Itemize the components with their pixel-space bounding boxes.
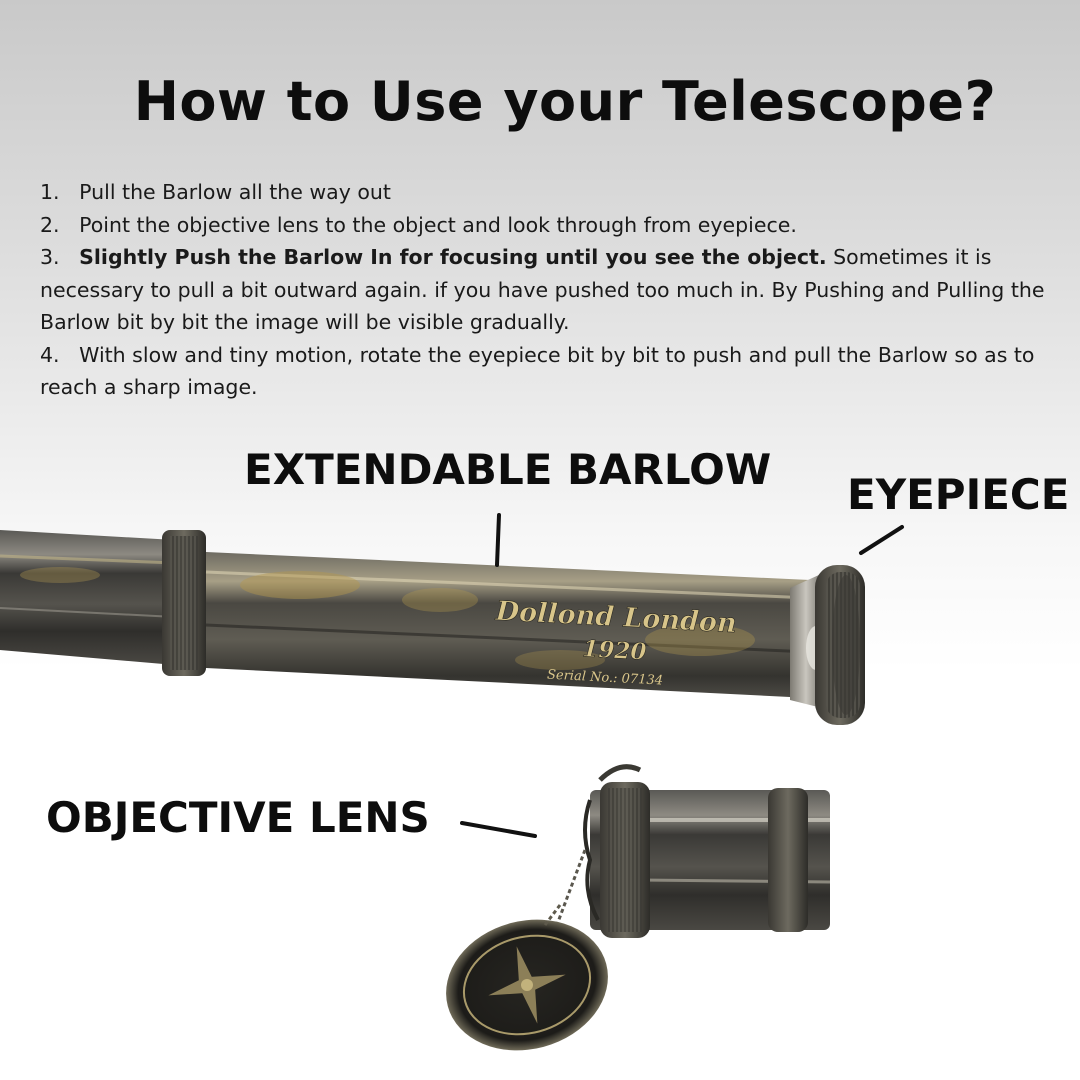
step-bold-text: Slightly Push the Barlow In for focusing… — [79, 245, 827, 269]
objective-lens-assembly — [553, 764, 831, 938]
step-number: 3. — [40, 245, 60, 269]
instruction-step-4: 4. With slow and tiny motion, rotate the… — [40, 339, 1070, 404]
instruction-step-2: 2. Point the objective lens to the objec… — [40, 209, 1070, 242]
objective-leader-line — [460, 821, 537, 838]
eyepiece — [790, 565, 865, 725]
step-text: Pull the Barlow all the way out — [79, 180, 391, 204]
step-number: 4. — [40, 342, 60, 367]
tube-joint-ring — [162, 530, 206, 676]
step-text: Sometimes it is necessary to pull a bit … — [40, 245, 1045, 334]
telescope-main-tube — [0, 530, 176, 665]
extendable-barlow-label: EXTENDABLE BARLOW — [244, 445, 772, 494]
instruction-step-3: 3. Slightly Push the Barlow In for focus… — [40, 241, 1070, 339]
instruction-step-1: 1. Pull the Barlow all the way out — [40, 176, 1070, 209]
compass-lens-cap — [446, 904, 608, 1051]
step-number: 2. — [40, 212, 60, 237]
eyepiece-leader-line — [859, 525, 904, 555]
engraving-serial: Serial No.: 07134 — [547, 668, 664, 689]
objective-lens-label: OBJECTIVE LENS — [46, 793, 430, 842]
step-text: Point the objective lens to the object a… — [79, 212, 797, 237]
barlow-leader-line — [495, 513, 501, 567]
eyepiece-label: EYEPIECE — [847, 470, 1070, 519]
step-number: 1. — [40, 180, 60, 204]
page-title: How to Use your Telescope? — [133, 70, 997, 133]
extendable-barlow-tube — [205, 552, 811, 698]
engraving-year: 1920 — [582, 635, 647, 665]
instruction-list: 1. Pull the Barlow all the way out 2. Po… — [40, 176, 1070, 404]
step-text: With slow and tiny motion, rotate the ey… — [40, 342, 1035, 400]
